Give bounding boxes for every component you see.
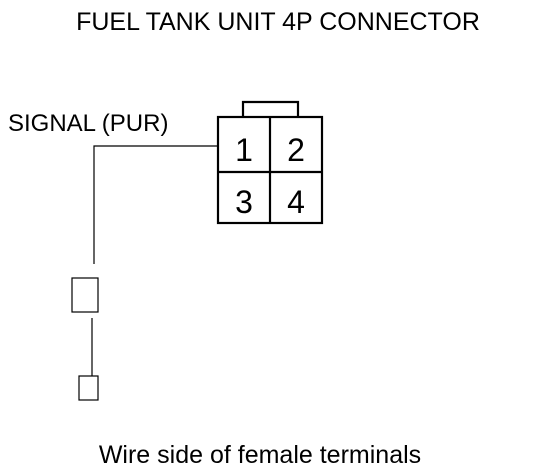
signal-wire — [93, 145, 218, 264]
connector-locking-tab — [241, 100, 300, 117]
pin-2-number: 2 — [287, 132, 305, 168]
pin-1-number: 1 — [235, 132, 253, 168]
pin-3-number: 3 — [235, 184, 253, 220]
probe-tip — [78, 375, 99, 401]
diagram-caption: Wire side of female terminals — [99, 441, 421, 469]
signal-wire-label: SIGNAL (PUR) — [8, 110, 168, 137]
pin-4-number: 4 — [287, 184, 305, 220]
connector-4p: 1 2 3 4 — [216, 100, 324, 225]
probe-terminal — [71, 277, 99, 313]
diagram-title: FUEL TANK UNIT 4P CONNECTOR — [76, 8, 480, 36]
